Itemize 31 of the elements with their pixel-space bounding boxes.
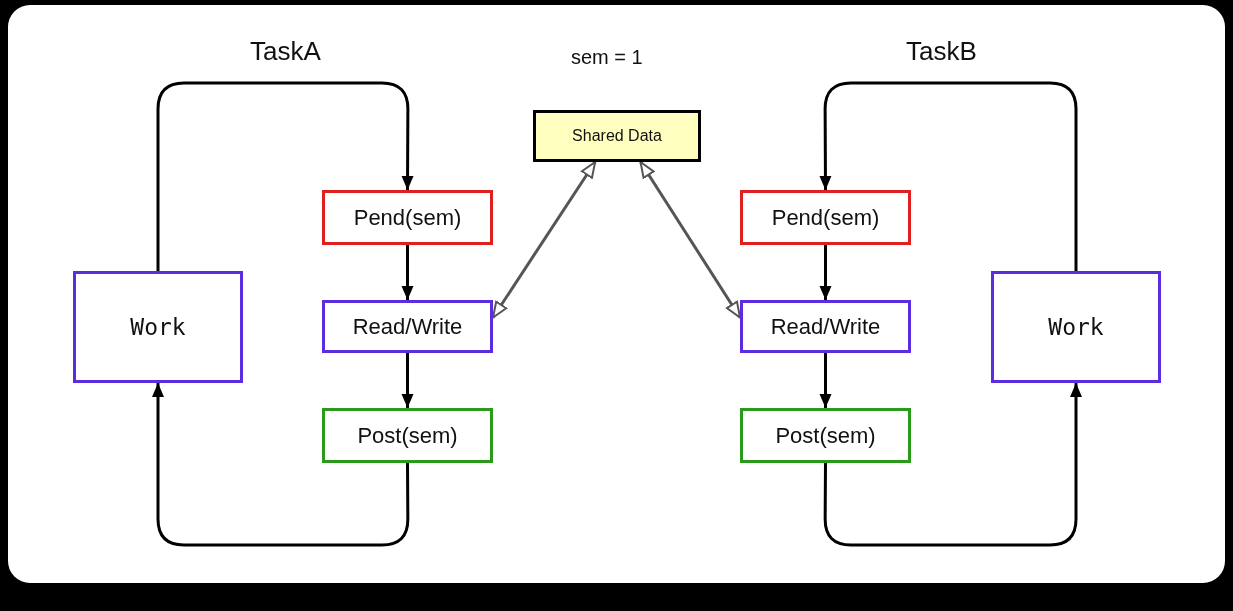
- task-title: TaskA: [250, 36, 321, 67]
- arrow: [639, 161, 742, 319]
- arrow: [152, 383, 410, 547]
- box-label: Work: [1048, 314, 1104, 340]
- process-box: [73, 271, 243, 383]
- box-label: Shared Data: [572, 127, 662, 145]
- arrow: [819, 245, 832, 300]
- box-label: Post(sem): [357, 422, 458, 449]
- arrow: [401, 245, 414, 300]
- arrow: [401, 353, 414, 408]
- process-box: [740, 408, 911, 463]
- process-box: [322, 408, 493, 463]
- arrow: [823, 383, 1082, 547]
- arrow: [156, 81, 414, 271]
- arrow: [819, 81, 1078, 271]
- box-label: Pend(sem): [771, 204, 880, 231]
- box-label: Post(sem): [775, 422, 876, 449]
- semaphore-label: sem = 1: [571, 46, 643, 69]
- box-label: Work: [130, 314, 186, 340]
- task-title: TaskB: [906, 36, 977, 67]
- box-label: Pend(sem): [353, 204, 462, 231]
- data-box: [533, 110, 701, 162]
- process-box: [740, 300, 911, 353]
- process-box: [740, 190, 911, 245]
- arrow: [491, 161, 597, 319]
- process-box: [322, 190, 493, 245]
- arrow: [819, 353, 832, 408]
- box-label: Read/Write: [770, 313, 881, 340]
- process-box: [991, 271, 1161, 383]
- process-box: [322, 300, 493, 353]
- box-label: Read/Write: [352, 313, 463, 340]
